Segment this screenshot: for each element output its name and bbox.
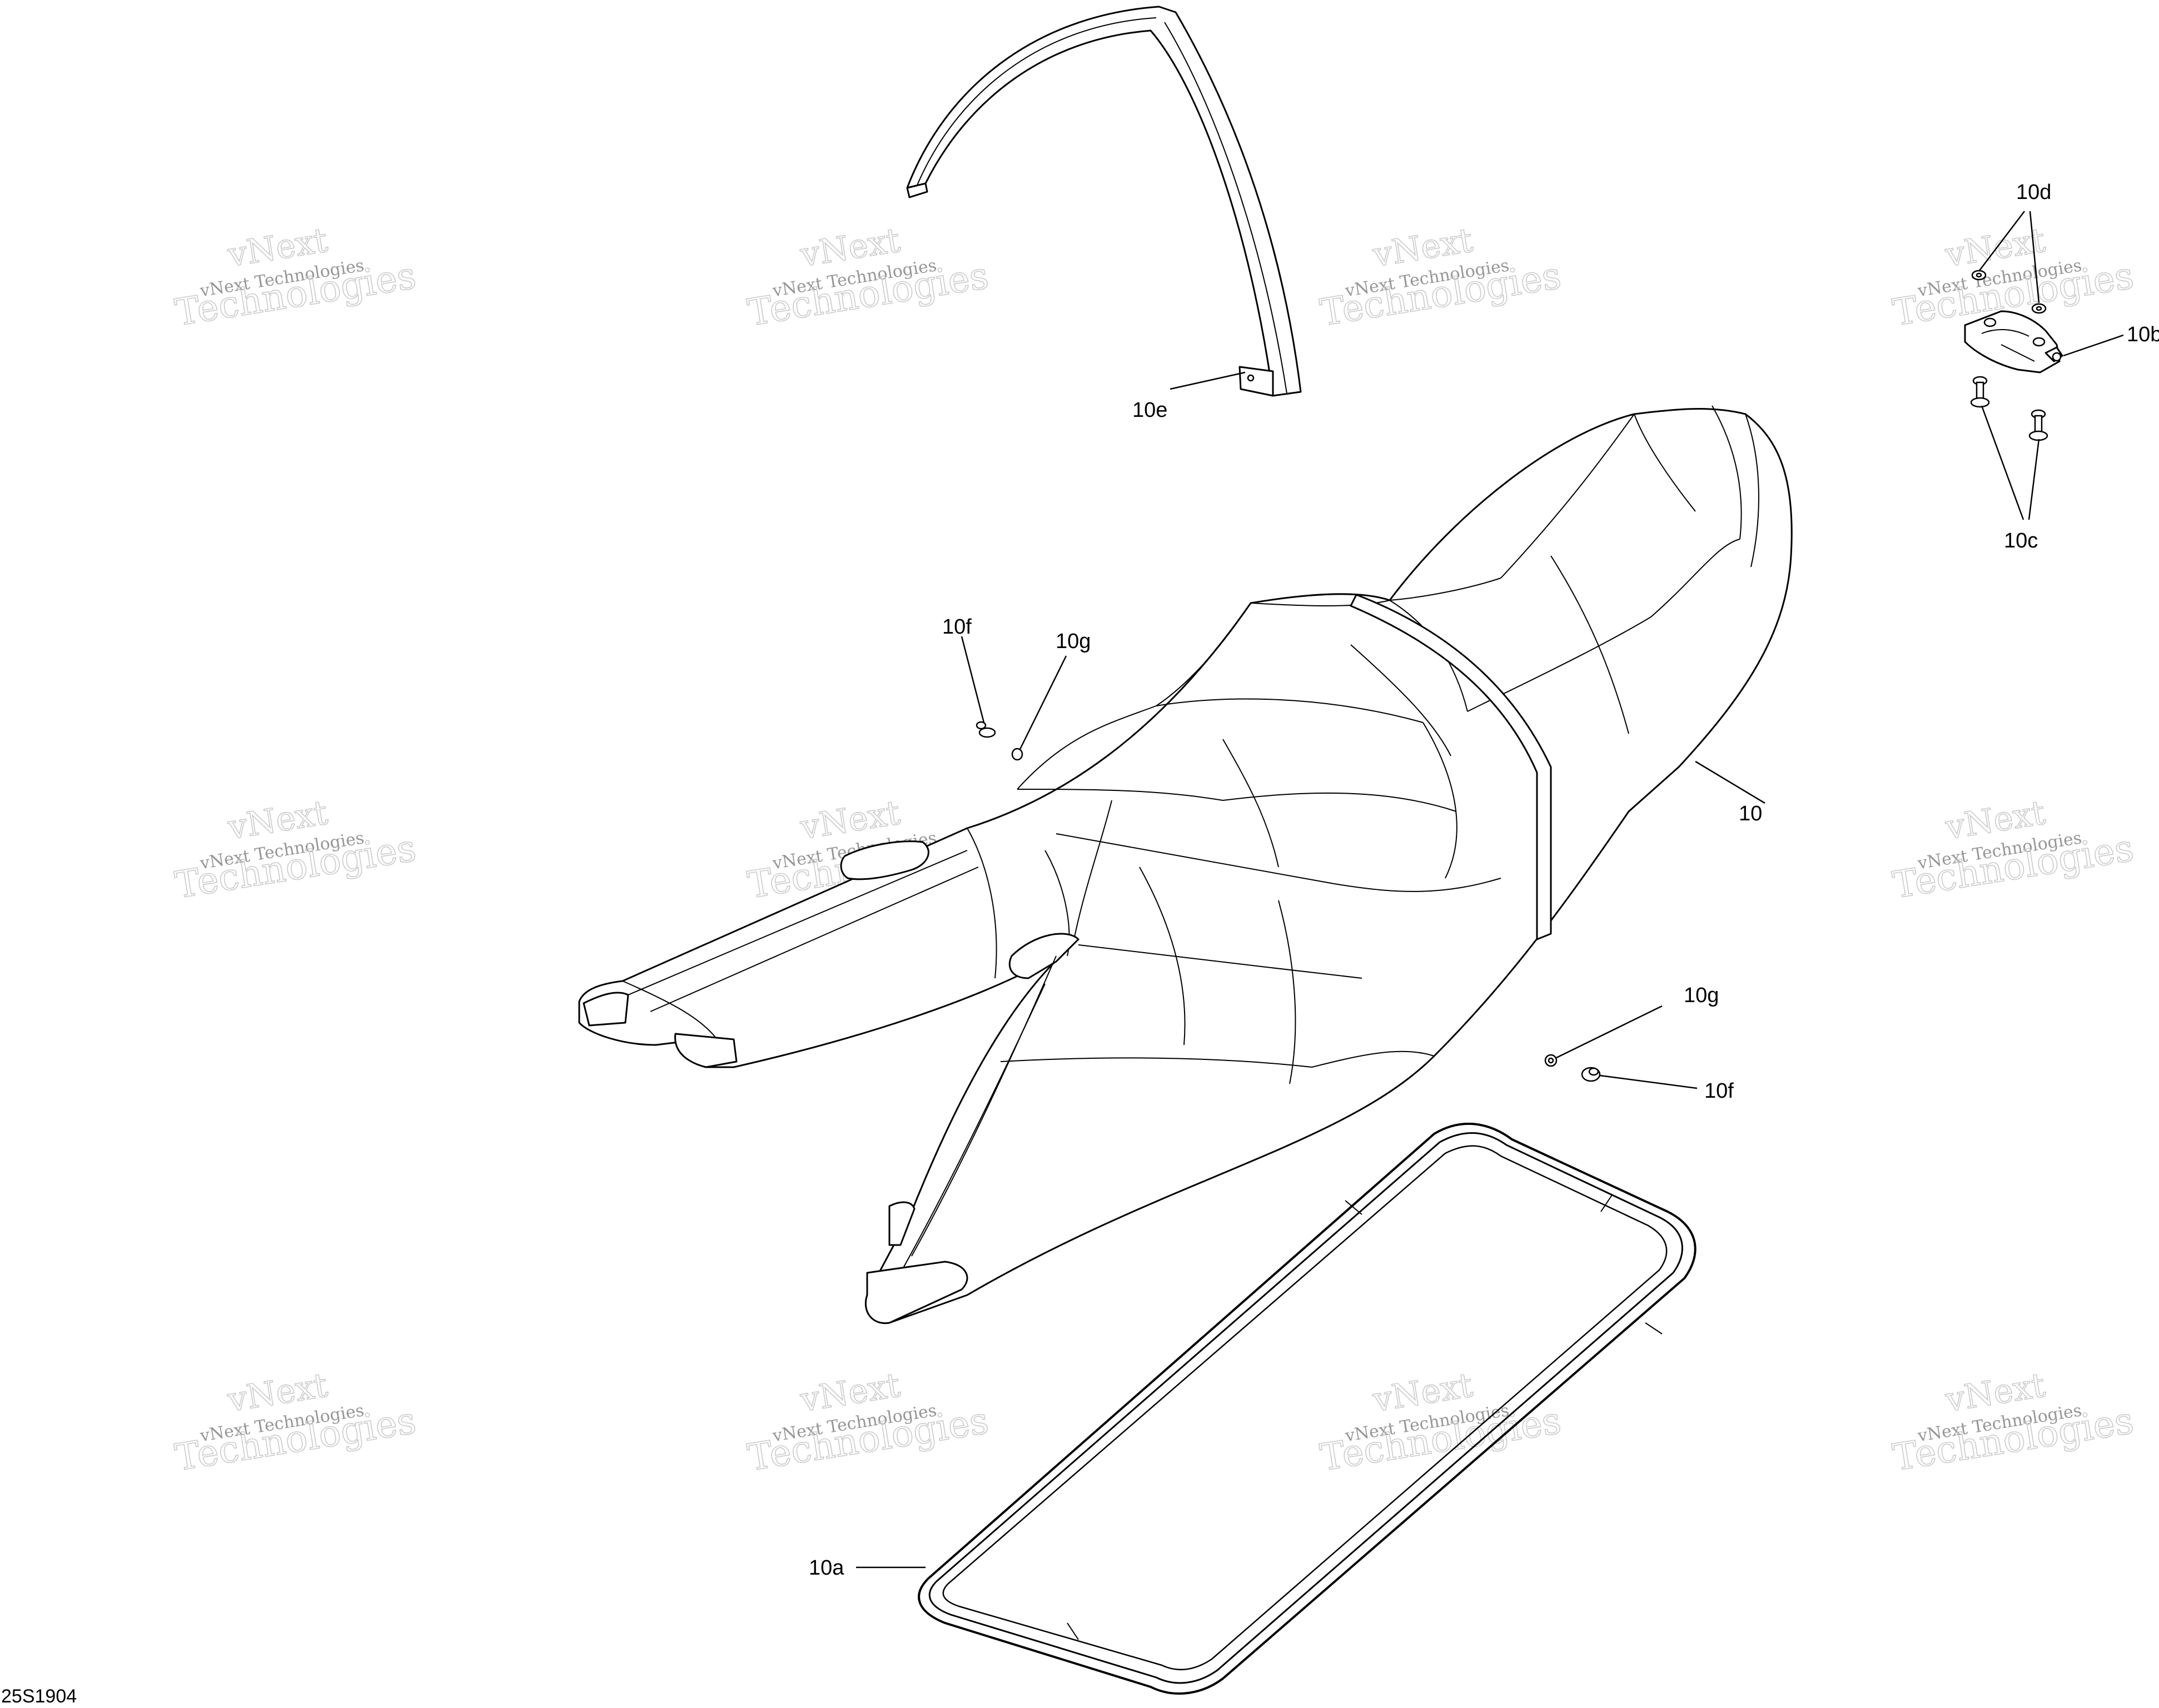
fastener-lower[interactable] <box>1581 1067 1601 1082</box>
bolt-part[interactable] <box>1970 376 2048 441</box>
leader-10g-lower <box>1556 1005 1663 1059</box>
leader-10e <box>1170 371 1246 390</box>
fastener-upper[interactable] <box>976 721 996 738</box>
watermark: vNext vNext Technologies Technologies <box>1889 793 2137 907</box>
leader-10d <box>1978 211 2025 272</box>
watermark: vNext vNext Technologies Technologies <box>744 1365 992 1480</box>
leader-10d <box>2029 211 2040 303</box>
callout-10a[interactable]: 10a <box>809 1556 844 1580</box>
callout-10f-lower[interactable]: 10f <box>1704 1079 1734 1103</box>
leader-10b <box>2063 334 2124 357</box>
callout-10c[interactable]: 10c <box>2004 529 2038 552</box>
leader-10g-upper <box>1019 655 1067 750</box>
watermark: vNext vNext Technologies Technologies <box>172 220 419 335</box>
watermark: vNext vNext Technologies Technologies <box>172 793 419 907</box>
washer-upper[interactable] <box>1011 748 1023 761</box>
leader-10c <box>1981 405 2024 520</box>
watermark: vNext vNext Technologies Technologies <box>172 1365 419 1480</box>
callout-10g-lower[interactable]: 10g <box>1684 984 1719 1007</box>
latch-part[interactable] <box>1964 310 2063 374</box>
callout-10[interactable]: 10 <box>1739 802 1762 825</box>
leader-10f-lower <box>1599 1074 1698 1089</box>
watermark: vNext vNext Technologies Technologies <box>1889 1365 2137 1480</box>
strap-part[interactable] <box>906 6 1302 397</box>
seat-part[interactable] <box>578 405 1793 1324</box>
callout-labels: 10 10a 10b 10c 10d 10e 10f 10g 10g 10f <box>809 181 2159 1580</box>
callout-10g-upper[interactable]: 10g <box>1056 630 1091 653</box>
washer-lower[interactable] <box>1544 1054 1558 1067</box>
leader-10 <box>1695 760 1724 779</box>
leader-10f-upper <box>961 636 985 723</box>
watermark: vNext vNext Technologies Technologies <box>744 220 992 335</box>
callout-10f-upper[interactable]: 10f <box>942 615 972 639</box>
gasket-part[interactable] <box>918 1122 1697 1695</box>
leader-10c <box>2028 439 2040 520</box>
drawing-id: 25S1904 <box>1 1686 77 1707</box>
callout-10d[interactable]: 10d <box>2016 181 2051 204</box>
callout-10e[interactable]: 10e <box>1132 399 1167 422</box>
leader-lines <box>856 211 2124 1568</box>
leader-10 <box>1723 777 1765 804</box>
watermark: vNext vNext Technologies Technologies <box>1317 220 1564 335</box>
callout-10b[interactable]: 10b <box>2127 323 2159 346</box>
nut-part[interactable] <box>1971 270 2047 314</box>
